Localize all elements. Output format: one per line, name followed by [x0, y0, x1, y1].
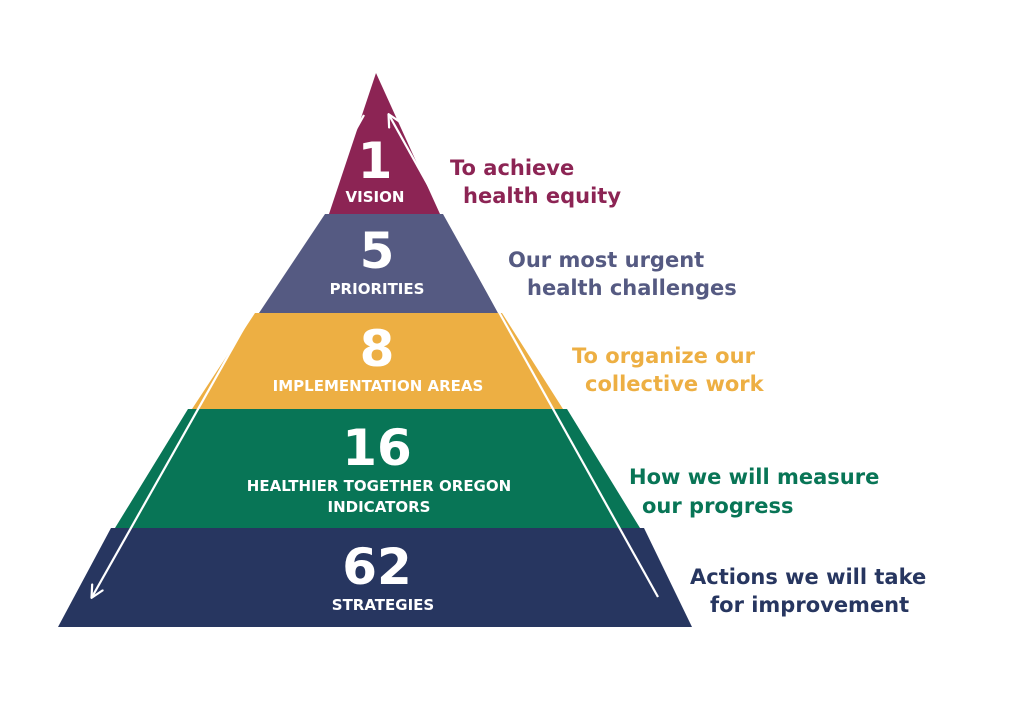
tier-desc-indicators-line-1: How we will measure	[629, 465, 879, 489]
tier-desc-priorities-line-1: Our most urgent	[508, 248, 704, 272]
tier-number-indicators: 16	[342, 419, 412, 477]
tier-label-indicators-line-2: INDICATORS	[328, 498, 431, 516]
tier-desc-vision-line-2: health equity	[463, 184, 621, 208]
tier-label-vision: VISION	[346, 188, 405, 206]
tier-label-strategies: STRATEGIES	[332, 596, 434, 614]
tier-band-strategies	[58, 528, 692, 627]
tier-band-vision	[329, 73, 440, 214]
tier-band-priorities	[259, 214, 498, 313]
tier-desc-vision-line-1: To achieve	[450, 156, 574, 180]
tier-label-indicators-line-1: HEALTHIER TOGETHER OREGON	[247, 477, 511, 495]
tier-band-indicators	[115, 409, 640, 528]
tier-band-implementation-areas	[192, 313, 563, 409]
tier-desc-indicators-line-2: our progress	[642, 494, 794, 518]
tier-number-strategies: 62	[342, 538, 412, 596]
tier-label-implementation-areas: IMPLEMENTATION AREAS	[273, 377, 484, 395]
tier-desc-strategies-line-1: Actions we will take	[690, 565, 926, 589]
tier-desc-priorities-line-2: health challenges	[527, 276, 737, 300]
tier-number-implementation-areas: 8	[360, 320, 395, 378]
tier-desc-implementation-areas-line-2: collective work	[585, 372, 765, 396]
down-arrow	[92, 114, 365, 597]
tier-number-vision: 1	[358, 132, 393, 190]
tier-desc-implementation-areas-line-1: To organize our	[572, 344, 756, 368]
tier-number-priorities: 5	[360, 222, 395, 280]
tier-desc-strategies-line-2: for improvement	[710, 593, 909, 617]
tier-label-priorities: PRIORITIES	[330, 280, 425, 298]
up-arrow	[389, 115, 659, 598]
